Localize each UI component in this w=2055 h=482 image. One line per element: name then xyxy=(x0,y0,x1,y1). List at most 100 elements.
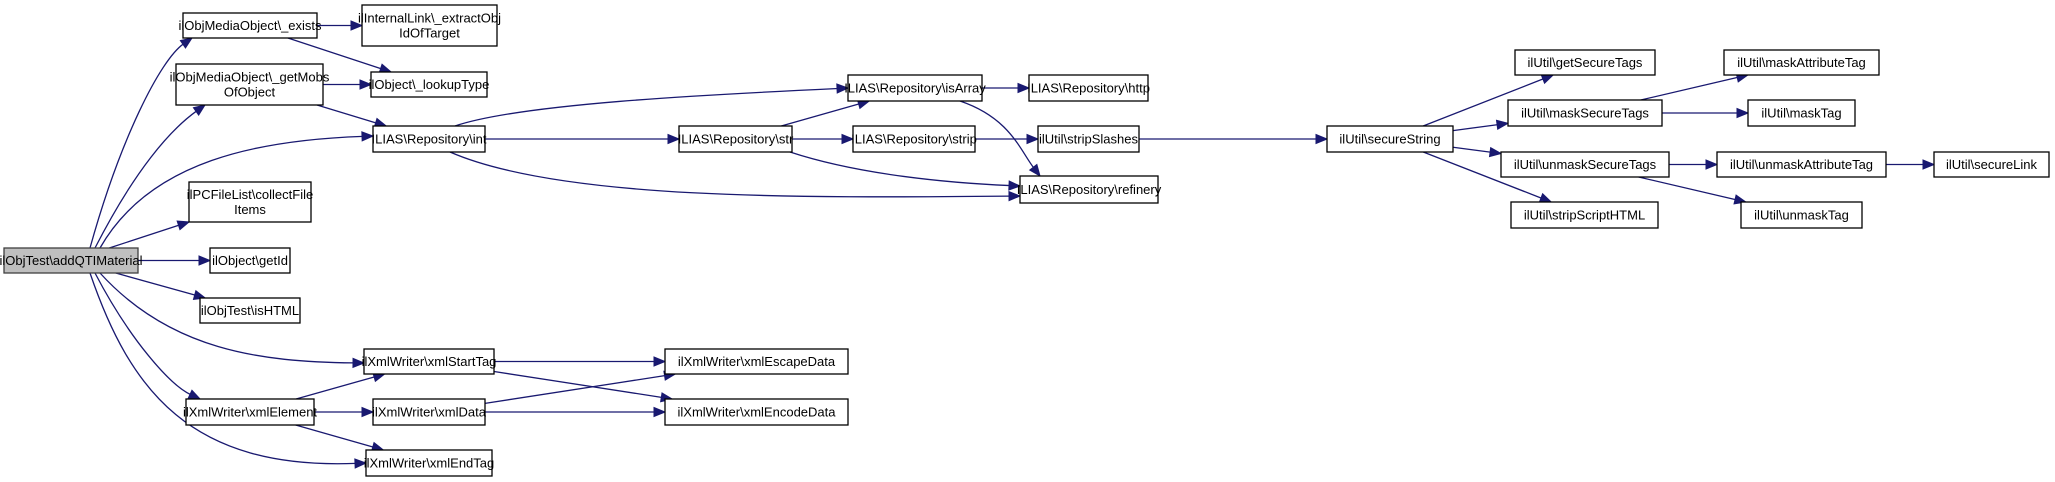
node-box[interactable] xyxy=(188,181,312,223)
edge-getMobs-to-lookupType xyxy=(323,79,373,90)
node-box[interactable] xyxy=(1510,201,1659,229)
arrow-head-icon xyxy=(653,356,667,367)
edge-repo_strip-to-stripSlashes xyxy=(975,133,1040,145)
graph-node[interactable]: ilObjMediaObject\_exists xyxy=(178,12,322,39)
graph-node[interactable]: ilObjTest\isHTML xyxy=(199,297,301,324)
node-box[interactable] xyxy=(372,398,486,426)
graph-node[interactable]: ILIAS\Repository\refinery xyxy=(1017,175,1162,204)
edge-secureString-to-maskSecureTags xyxy=(1452,119,1510,132)
node-label: ilUtil\getSecureTags xyxy=(1528,55,1643,70)
graph-node[interactable]: ilUtil\getSecureTags xyxy=(1514,49,1656,76)
node-box[interactable] xyxy=(361,4,498,47)
node-box[interactable] xyxy=(185,398,315,426)
graph-node[interactable]: ilUtil\unmaskSecureTags xyxy=(1500,151,1670,178)
graph-node[interactable]: ilXmlWriter\xmlEscapeData xyxy=(664,348,849,375)
arrow-head-icon xyxy=(192,104,207,116)
node-box[interactable] xyxy=(1740,201,1863,229)
node-label: ilUtil\unmaskTag xyxy=(1754,208,1849,223)
node-box[interactable] xyxy=(1500,151,1670,178)
arrow-head-icon xyxy=(361,131,375,142)
node-label: ilXmlWriter\xmlEscapeData xyxy=(678,354,836,369)
node-label: ilXmlWriter\xmlStartTag xyxy=(362,354,497,369)
node-box[interactable] xyxy=(370,71,488,98)
node-box[interactable] xyxy=(1747,99,1856,127)
node-label: IdOfTarget xyxy=(399,26,460,41)
graph-node[interactable]: ilObject\_lookupType xyxy=(369,71,490,98)
node-box[interactable] xyxy=(1507,99,1663,127)
node-label: Items xyxy=(234,202,266,217)
edge-line xyxy=(94,272,192,396)
edge-stripSlashes-to-secureString xyxy=(1139,133,1329,145)
graph-node[interactable]: ilXmlWriter\xmlData xyxy=(372,398,487,426)
node-box[interactable] xyxy=(365,449,493,477)
arrow-head-icon xyxy=(1028,163,1041,178)
graph-node[interactable]: ilUtil\stripSlashes xyxy=(1037,125,1140,153)
graph-node[interactable]: ilUtil\stripScriptHTML xyxy=(1510,201,1659,229)
edge-repo_int-to-repo_refinery xyxy=(449,151,1022,202)
node-box[interactable] xyxy=(852,125,976,153)
node-box[interactable] xyxy=(1326,125,1454,153)
node-box[interactable] xyxy=(1723,49,1880,76)
node-box[interactable] xyxy=(847,74,983,102)
edge-xmlData-to-xmlEncodeData xyxy=(485,406,667,418)
node-box[interactable] xyxy=(1019,175,1159,204)
edge-line xyxy=(99,272,355,364)
edge-repo_isArray-to-repo_http xyxy=(982,82,1031,94)
node-box[interactable] xyxy=(372,125,486,153)
edge-repo_int-to-repo_isArray xyxy=(454,83,850,127)
graph-node[interactable]: ilUtil\secureString xyxy=(1326,125,1454,153)
graph-node[interactable]: ilUtil\maskTag xyxy=(1747,99,1856,127)
root-node[interactable]: ilObjTest\addQTIMaterial xyxy=(0,247,143,274)
node-label: ilUtil\maskAttributeTag xyxy=(1737,55,1866,70)
graph-node[interactable]: ilXmlWriter\xmlElement xyxy=(183,398,317,426)
graph-node[interactable]: ILIAS\Repository\str xyxy=(678,125,794,153)
arrow-head-icon xyxy=(352,357,366,369)
graph-node[interactable]: ilXmlWriter\xmlStartTag xyxy=(362,348,497,375)
graph-node[interactable]: ilXmlWriter\xmlEncodeData xyxy=(664,398,849,426)
edge-root-to-repo_int xyxy=(99,131,375,249)
node-label: ilXmlWriter\xmlEndTag xyxy=(364,456,495,471)
arrow-head-icon xyxy=(1488,146,1503,158)
graph-node[interactable]: ilUtil\maskAttributeTag xyxy=(1723,49,1880,76)
node-box[interactable] xyxy=(1514,49,1656,76)
node-box[interactable] xyxy=(175,63,324,106)
graph-node[interactable]: ilObject\getId xyxy=(209,247,291,274)
node-box[interactable] xyxy=(209,247,291,274)
edge-unmaskSecureTags-to-unmaskTag xyxy=(1638,176,1748,205)
graph-node[interactable]: ilUtil\unmaskAttributeTag xyxy=(1716,151,1887,178)
graph-node[interactable]: ilXmlWriter\xmlEndTag xyxy=(364,449,495,477)
node-box[interactable] xyxy=(1716,151,1887,178)
arrow-head-icon xyxy=(1008,190,1022,202)
node-label: ilObject\getId xyxy=(212,253,288,268)
node-label: ilUtil\stripScriptHTML xyxy=(1524,208,1645,223)
node-box[interactable] xyxy=(199,297,301,324)
graph-node[interactable]: ilUtil\unmaskTag xyxy=(1740,201,1863,229)
node-box[interactable] xyxy=(3,247,139,274)
edge-repo_str-to-repo_isArray xyxy=(781,99,871,127)
node-box[interactable] xyxy=(664,398,849,426)
node-box[interactable] xyxy=(678,125,793,153)
edge-maskSecureTags-to-maskTag xyxy=(1662,107,1750,119)
edge-line xyxy=(484,374,666,405)
graph-node[interactable]: ILIAS\Repository\int xyxy=(372,125,487,153)
graph-node[interactable]: ILIAS\Repository\isArray xyxy=(844,74,986,102)
graph-node[interactable]: ILIAS\Repository\strip xyxy=(851,125,977,153)
arrow-head-icon xyxy=(1017,82,1031,94)
node-label: ILIAS\Repository\str xyxy=(678,132,794,147)
graph-node[interactable]: ILIAS\Repository\http xyxy=(1027,74,1150,102)
node-box[interactable] xyxy=(664,348,849,375)
arrow-head-icon xyxy=(667,133,681,145)
node-box[interactable] xyxy=(363,348,495,375)
graph-node[interactable]: ilUtil\secureLink xyxy=(1933,151,2050,178)
node-box[interactable] xyxy=(1028,74,1149,102)
node-box[interactable] xyxy=(1037,125,1140,153)
node-box[interactable] xyxy=(182,12,318,39)
node-box[interactable] xyxy=(1933,151,2050,178)
graph-node[interactable]: ilUtil\maskSecureTags xyxy=(1507,99,1663,127)
node-label: ilUtil\unmaskSecureTags xyxy=(1514,157,1657,172)
edge-line xyxy=(1452,123,1499,132)
